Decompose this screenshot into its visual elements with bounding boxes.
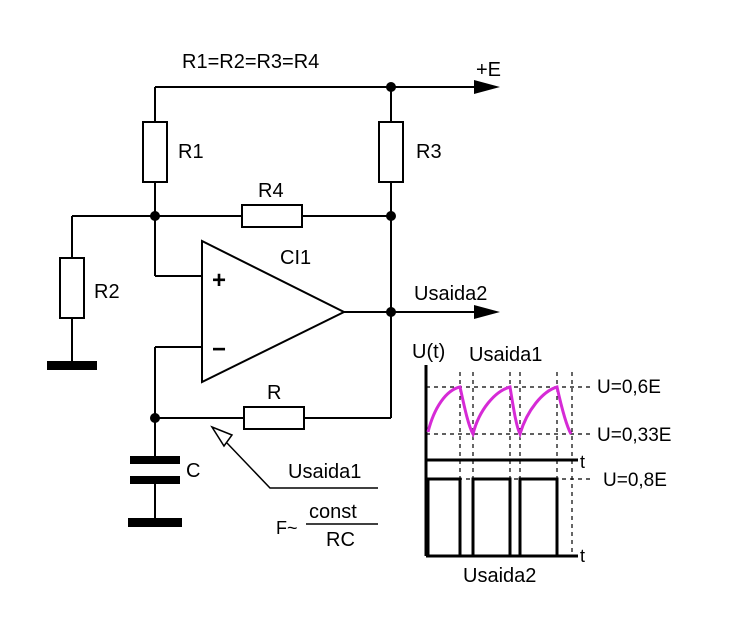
graph-ylabel: U(t) [412, 341, 445, 363]
c-label: C [186, 460, 200, 482]
freq-numerator-label: const [309, 501, 357, 523]
r3-label: R3 [416, 141, 442, 163]
resistor-r1 [142, 121, 168, 183]
level-high-label: U=0,6E [597, 377, 661, 398]
resistor-r4 [241, 204, 303, 228]
equal-resistors-note: R1=R2=R3=R4 [182, 51, 319, 73]
resistor-r [243, 406, 305, 430]
r-label: R [267, 382, 281, 404]
junction-dots [150, 82, 396, 423]
supply-label: +E [476, 59, 501, 81]
capacitor-c [130, 456, 180, 484]
resistor-r3 [378, 121, 404, 183]
graph-t2-label: t [580, 546, 585, 566]
usaida2-square-wave [426, 477, 570, 558]
timing-graph: U(t) Usaida1 Usaida2 t t U=0,6E U=0,33E … [412, 341, 671, 587]
usaida1-wave [426, 385, 573, 439]
usaida1-pointer [210, 425, 378, 489]
ic-label: CI1 [280, 247, 311, 269]
plus-input-label: + [212, 267, 226, 294]
level-low-label: U=0,33E [597, 425, 671, 446]
r1-label: R1 [178, 141, 204, 163]
output-arrow-icon [474, 305, 500, 319]
ground-c-icon [128, 518, 182, 527]
freq-prefix-label: F~ [276, 518, 298, 538]
level-out-label: U=0,8E [603, 470, 667, 491]
r2-label: R2 [94, 281, 120, 303]
graph-t1-label: t [580, 452, 585, 472]
freq-denominator-label: RC [326, 529, 355, 551]
supply-arrow-icon [474, 80, 500, 94]
ground-r2-icon [47, 361, 97, 370]
r4-label: R4 [258, 180, 284, 202]
minus-input-label: − [212, 336, 226, 363]
graph-bottom-title: Usaida2 [463, 565, 536, 587]
usaida2-label: Usaida2 [414, 283, 487, 305]
graph-top-title: Usaida1 [469, 344, 542, 366]
op-amp-triangle [201, 239, 347, 384]
usaida1-label: Usaida1 [288, 461, 361, 483]
resistor-r2 [59, 257, 85, 319]
